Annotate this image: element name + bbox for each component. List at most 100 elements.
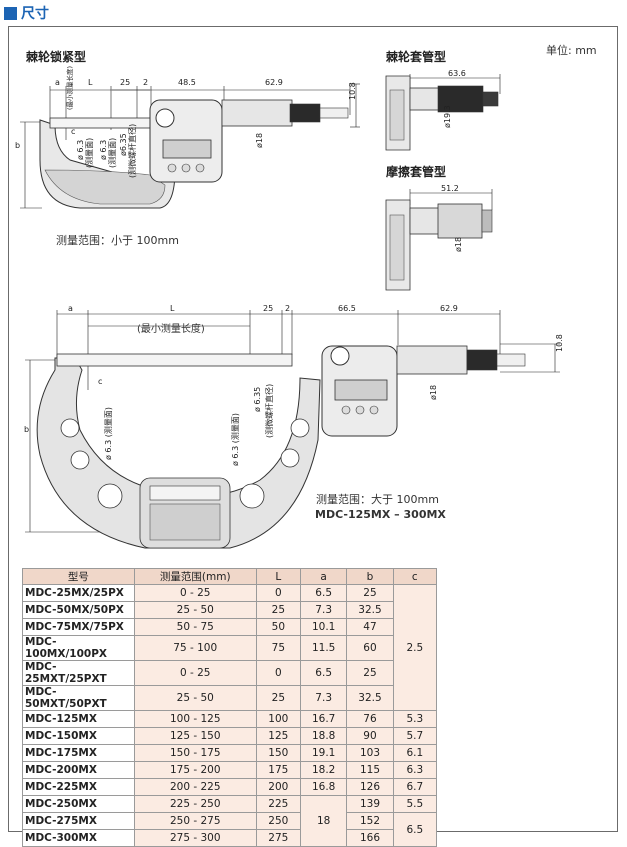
table-cell-a: 16.7 <box>299 710 348 728</box>
table-cell-b: 32.5 <box>346 685 394 711</box>
table-cell-a: 7.3 <box>299 685 348 711</box>
table-cell-range: 225 - 250 <box>133 795 257 813</box>
range-note-small: 测量范围：小于 100mm <box>56 234 179 247</box>
dim-10-8-large: 10.8 <box>555 334 564 352</box>
table-cell-L: 200 <box>255 778 301 796</box>
table-cell-L: 175 <box>255 761 301 779</box>
table-cell-range: 150 - 175 <box>133 744 257 762</box>
table-cell-b: 90 <box>346 727 394 745</box>
table-cell-range: 25 - 50 <box>133 601 257 619</box>
table-cell-L: 25 <box>255 685 301 711</box>
table-cell-a: 6.5 <box>299 660 348 686</box>
table-cell-range: 100 - 125 <box>133 710 257 728</box>
range-note-large: 测量范围：大于 100mm <box>316 493 439 506</box>
table-cell-range: 0 - 25 <box>133 584 257 602</box>
dim-c: c <box>71 127 76 136</box>
dim-a: a <box>55 78 60 87</box>
table-cell-L: 75 <box>255 635 301 661</box>
table-cell-L: 150 <box>255 744 301 762</box>
friction-sleeve-drawing <box>385 189 493 291</box>
table-cell-model: MDC-100MX/100PX <box>22 635 135 661</box>
dim-2: 2 <box>143 78 149 87</box>
table-cell-c: 6.1 <box>392 744 438 762</box>
table-cell-model: MDC-200MX <box>22 761 135 779</box>
table-cell-a: 6.5 <box>299 584 348 602</box>
dim-25-large: 25 <box>263 304 274 313</box>
large-models-label: MDC-125MX – 300MX <box>315 508 446 521</box>
dim-51-2: 51.2 <box>441 184 459 193</box>
friction-sleeve-title: 摩擦套管型 <box>386 165 447 179</box>
col-header-c: c <box>392 568 438 585</box>
dim-phi-6-3-b-large: ø 6.3 (测量面) <box>231 413 240 466</box>
large-micrometer-drawing <box>25 310 560 549</box>
dim-62-9: 62.9 <box>265 78 283 87</box>
dim-L: L <box>88 78 93 87</box>
dim-48-5: 48.5 <box>178 78 196 87</box>
table-cell-a: 10.1 <box>299 618 348 636</box>
table-cell-b: 25 <box>346 660 394 686</box>
table-cell-b: 76 <box>346 710 394 728</box>
table-cell-b: 32.5 <box>346 601 394 619</box>
table-cell-range: 250 - 275 <box>133 812 257 830</box>
small-micrometer-drawing <box>20 83 360 209</box>
dim-c-large: c <box>98 377 103 386</box>
dim-b: b <box>15 141 21 150</box>
table-cell-c: 6.7 <box>392 778 438 796</box>
table-cell-c: 5.3 <box>392 710 438 728</box>
table-cell-L: 25 <box>255 601 301 619</box>
table-cell-a-merged: 18 <box>299 795 348 847</box>
table-cell-range: 50 - 75 <box>133 618 257 636</box>
table-cell-range: 0 - 25 <box>133 660 257 686</box>
dim-a-large: a <box>68 304 73 313</box>
table-cell-L: 250 <box>255 812 301 830</box>
dim-b-large: b <box>24 425 30 434</box>
dim-phi-18-large: ø18 <box>429 384 438 400</box>
table-cell-range: 75 - 100 <box>133 635 257 661</box>
table-cell-L: 275 <box>255 829 301 847</box>
table-cell-c: 6.3 <box>392 761 438 779</box>
table-cell-a: 16.8 <box>299 778 348 796</box>
dim-2-large: 2 <box>285 304 291 313</box>
table-cell-a: 11.5 <box>299 635 348 661</box>
dim-63-6: 63.6 <box>448 69 466 78</box>
dim-phi-6-35-large: ø 6.35 <box>253 386 262 412</box>
table-cell-range: 125 - 150 <box>133 727 257 745</box>
table-cell-b: 166 <box>346 829 394 847</box>
table-cell-b: 103 <box>346 744 394 762</box>
table-cell-b: 60 <box>346 635 394 661</box>
dim-L-large: L <box>170 304 175 313</box>
table-cell-model: MDC-50MX/50PX <box>22 601 135 619</box>
table-cell-L: 125 <box>255 727 301 745</box>
col-header-b: b <box>346 568 394 585</box>
table-header-row: 型号 测量范围(mm) L a b c <box>22 568 438 585</box>
table-cell-L: 0 <box>255 660 301 686</box>
col-header-a: a <box>299 568 348 585</box>
table-cell-range: 275 - 300 <box>133 829 257 847</box>
table-cell-c: 5.7 <box>392 727 438 745</box>
table-cell-c-merged: 2.5 <box>392 584 438 711</box>
table-cell-model: MDC-25MXT/25PXT <box>22 660 135 686</box>
table-cell-b: 25 <box>346 584 394 602</box>
header-square-icon <box>4 6 17 20</box>
note-min-length-large: (最小测量长度) <box>137 324 205 335</box>
table-cell-model: MDC-50MXT/50PXT <box>22 685 135 711</box>
table-cell-a: 19.1 <box>299 744 348 762</box>
col-header-range: 测量范围(mm) <box>133 568 257 585</box>
table-cell-L: 50 <box>255 618 301 636</box>
col-header-model: 型号 <box>22 568 135 585</box>
ratchet-sleeve-drawing <box>385 74 501 151</box>
dim-62-9-large: 62.9 <box>440 304 458 313</box>
table-cell-b: 152 <box>346 812 394 830</box>
